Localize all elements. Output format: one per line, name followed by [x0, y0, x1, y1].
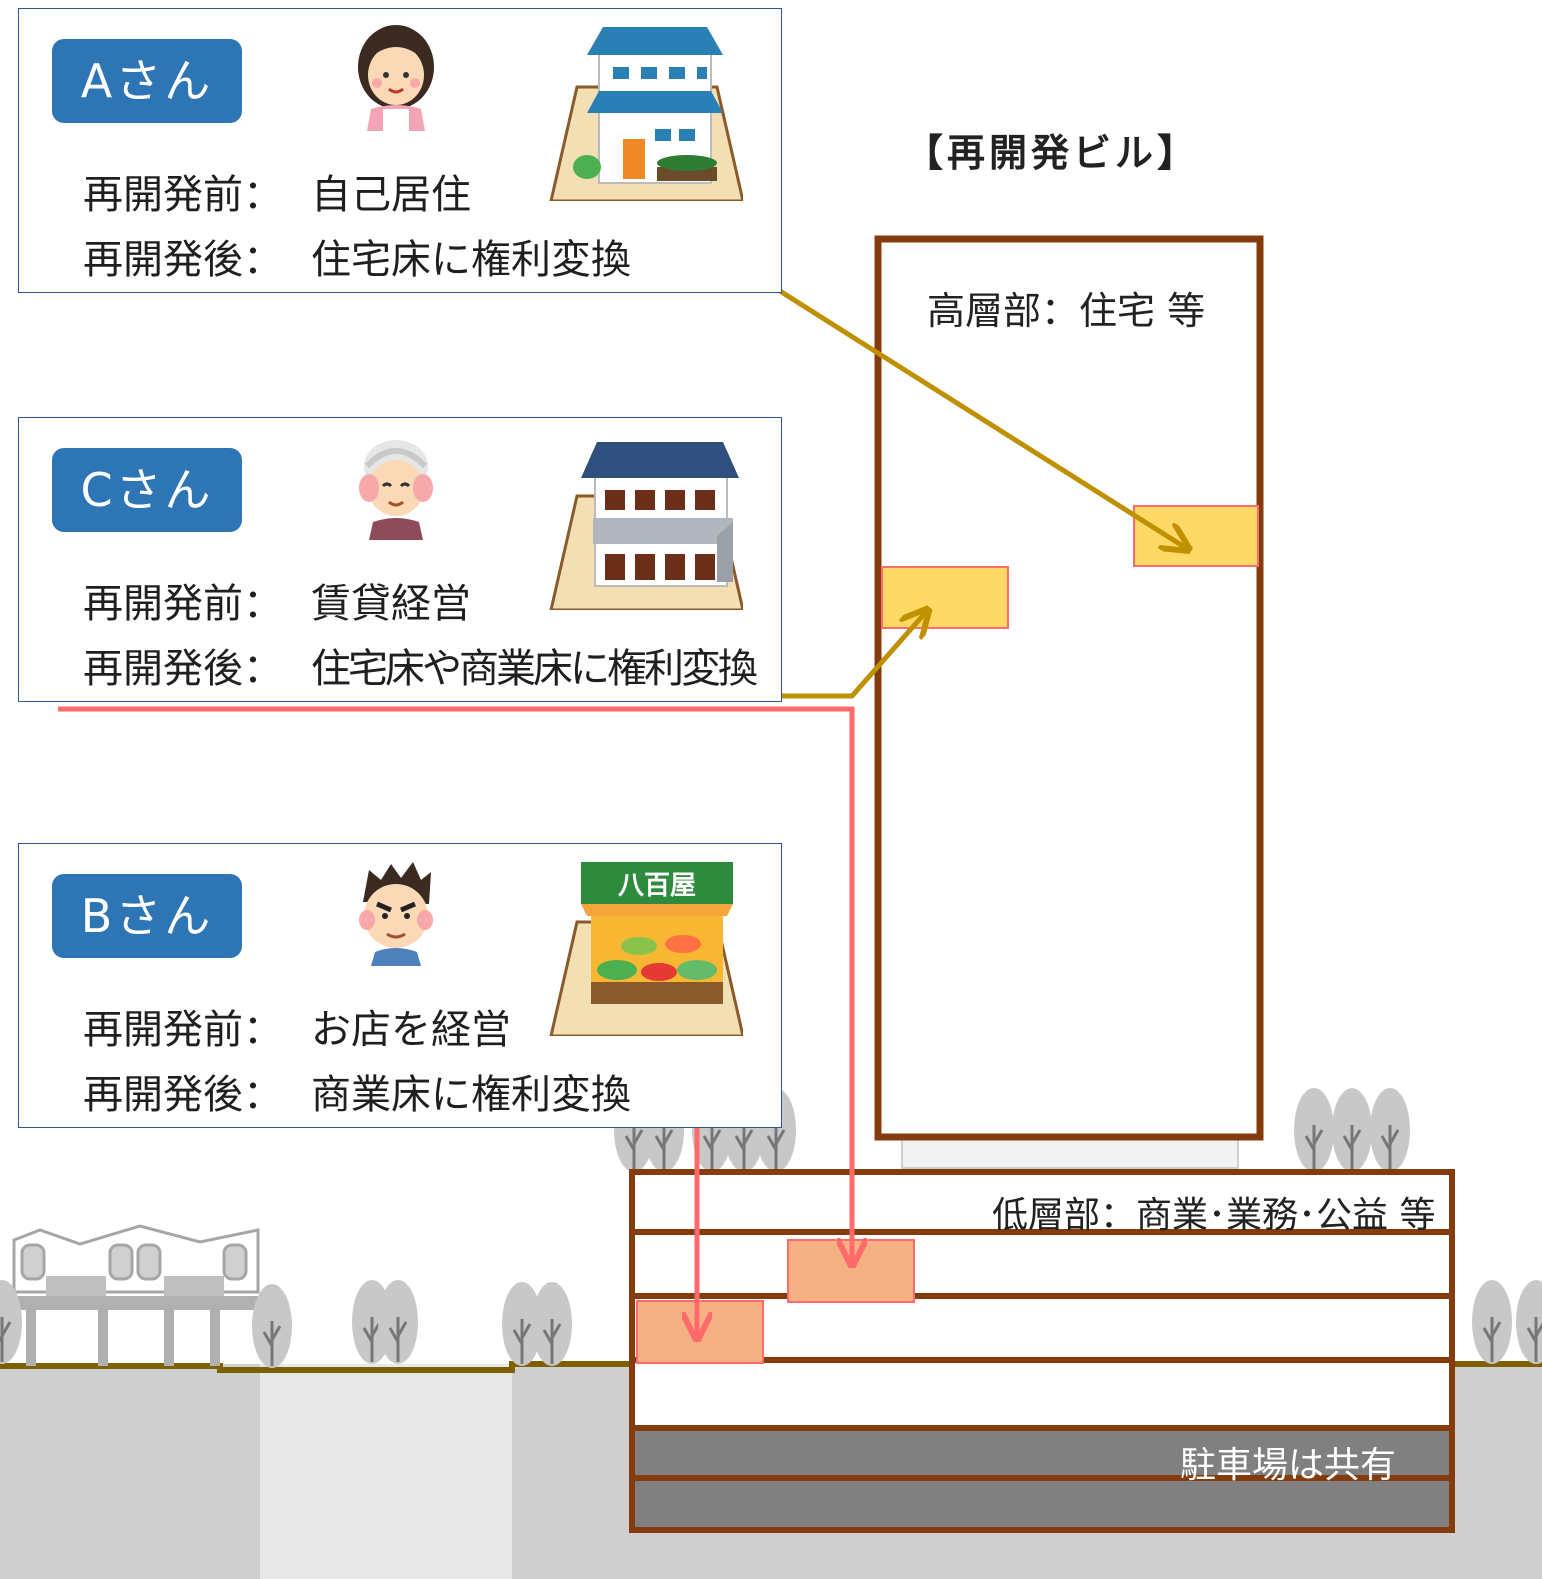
- before-label: 再開発前：: [83, 581, 283, 627]
- after-value: 住宅床や商業床に権利変換: [311, 646, 758, 692]
- upper-floors-label: 高層部：住宅 等: [927, 289, 1206, 333]
- after-label: 再開発後：: [83, 1072, 283, 1118]
- podium: [629, 1169, 1455, 1533]
- after-value: 住宅床に権利変換: [311, 237, 631, 283]
- before-value: お店を経営: [311, 1007, 511, 1053]
- after-label: 再開発後：: [83, 646, 283, 692]
- elderly-woman-avatar-icon: [359, 440, 433, 540]
- man-avatar-icon: [359, 862, 433, 966]
- building-title: 【再開発ビル】: [905, 131, 1200, 175]
- name-badge: Bさん: [52, 874, 242, 958]
- shop-sign-text: 八百屋: [618, 871, 696, 901]
- apartment-icon: [549, 442, 743, 610]
- woman-avatar-icon: [358, 25, 434, 131]
- person-card-c: Cさん 再開発前： 賃貸経営 再開発後： 住宅床や商業床に権利変換: [18, 417, 782, 702]
- after-row: 再開発後： 住宅床に権利変換: [83, 227, 631, 285]
- before-label: 再開発前：: [83, 172, 283, 218]
- commercial-unit-b: [636, 1300, 764, 1364]
- station-structure: [12, 1224, 260, 1366]
- after-label: 再開発後：: [83, 237, 283, 283]
- person-card-b: Bさん 八百屋 再開発前： お店を経営 再開発後： 商業床に権利変換: [18, 843, 782, 1128]
- lower-floors-label: 低層部：商業･業務･公益 等: [992, 1195, 1436, 1236]
- before-row: 再開発前： お店を経営: [83, 997, 511, 1055]
- parking-label: 駐車場は共有: [1180, 1445, 1397, 1486]
- before-value: 自己居住: [311, 172, 471, 218]
- person-card-a: Aさん 再開発前： 自己居住 再開発後： 住宅床に権利変換: [18, 8, 782, 293]
- after-row: 再開発後： 商業床に権利変換: [83, 1062, 631, 1120]
- after-row: 再開発後： 住宅床や商業床に権利変換: [83, 636, 758, 694]
- arrow-c-commercial: [58, 706, 852, 1262]
- name-badge: Cさん: [52, 448, 242, 532]
- grocery-shop-icon: 八百屋: [549, 862, 743, 1036]
- before-row: 再開発前： 自己居住: [83, 162, 471, 220]
- name-badge: Aさん: [52, 39, 242, 123]
- before-value: 賃貸経営: [311, 581, 471, 627]
- before-row: 再開発前： 賃貸経営: [83, 571, 471, 629]
- after-value: 商業床に権利変換: [311, 1072, 631, 1118]
- tower: [874, 235, 1264, 1169]
- before-label: 再開発前：: [83, 1007, 283, 1053]
- residential-unit-c: [881, 566, 1009, 629]
- house-icon: [549, 27, 743, 201]
- ground: [0, 1361, 1542, 1579]
- residential-unit-a: [1133, 505, 1259, 567]
